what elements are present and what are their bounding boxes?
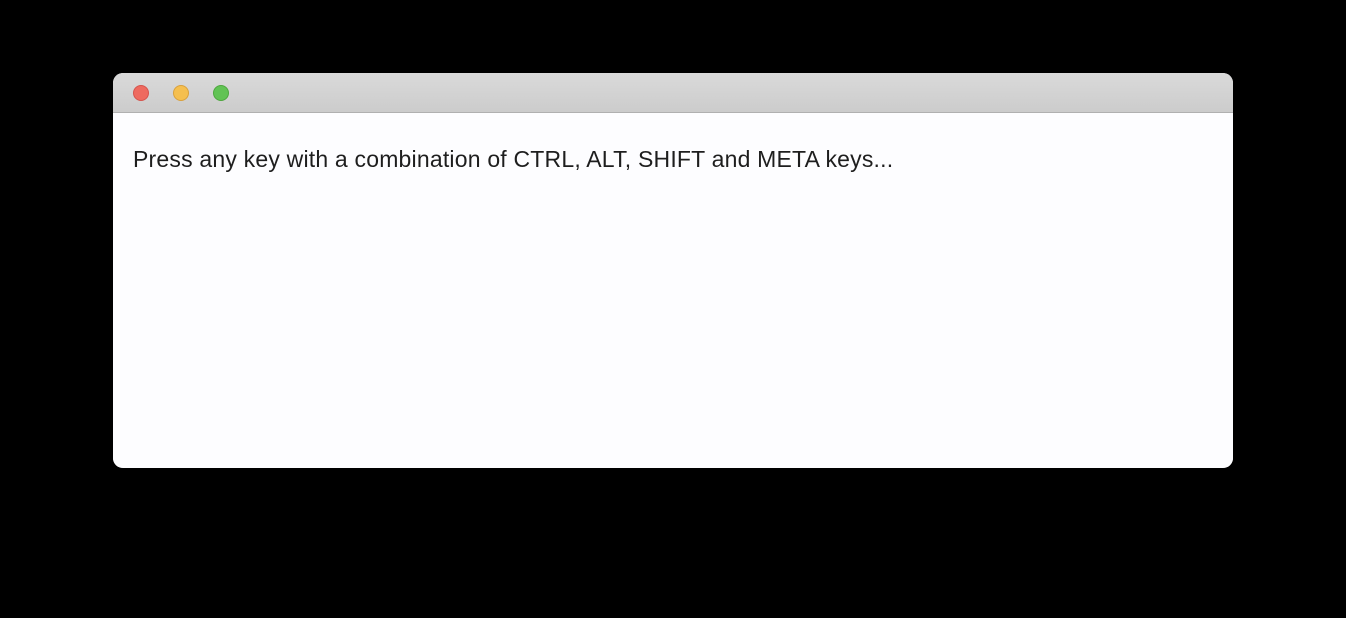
zoom-button[interactable]	[213, 84, 229, 101]
close-button[interactable]	[133, 84, 149, 101]
minimize-button[interactable]	[173, 84, 189, 101]
window-controls	[133, 84, 229, 101]
prompt-message: Press any key with a combination of CTRL…	[133, 146, 894, 172]
window-content: Press any key with a combination of CTRL…	[113, 113, 1233, 467]
app-window: Press any key with a combination of CTRL…	[113, 73, 1233, 468]
window-titlebar[interactable]	[113, 73, 1233, 113]
